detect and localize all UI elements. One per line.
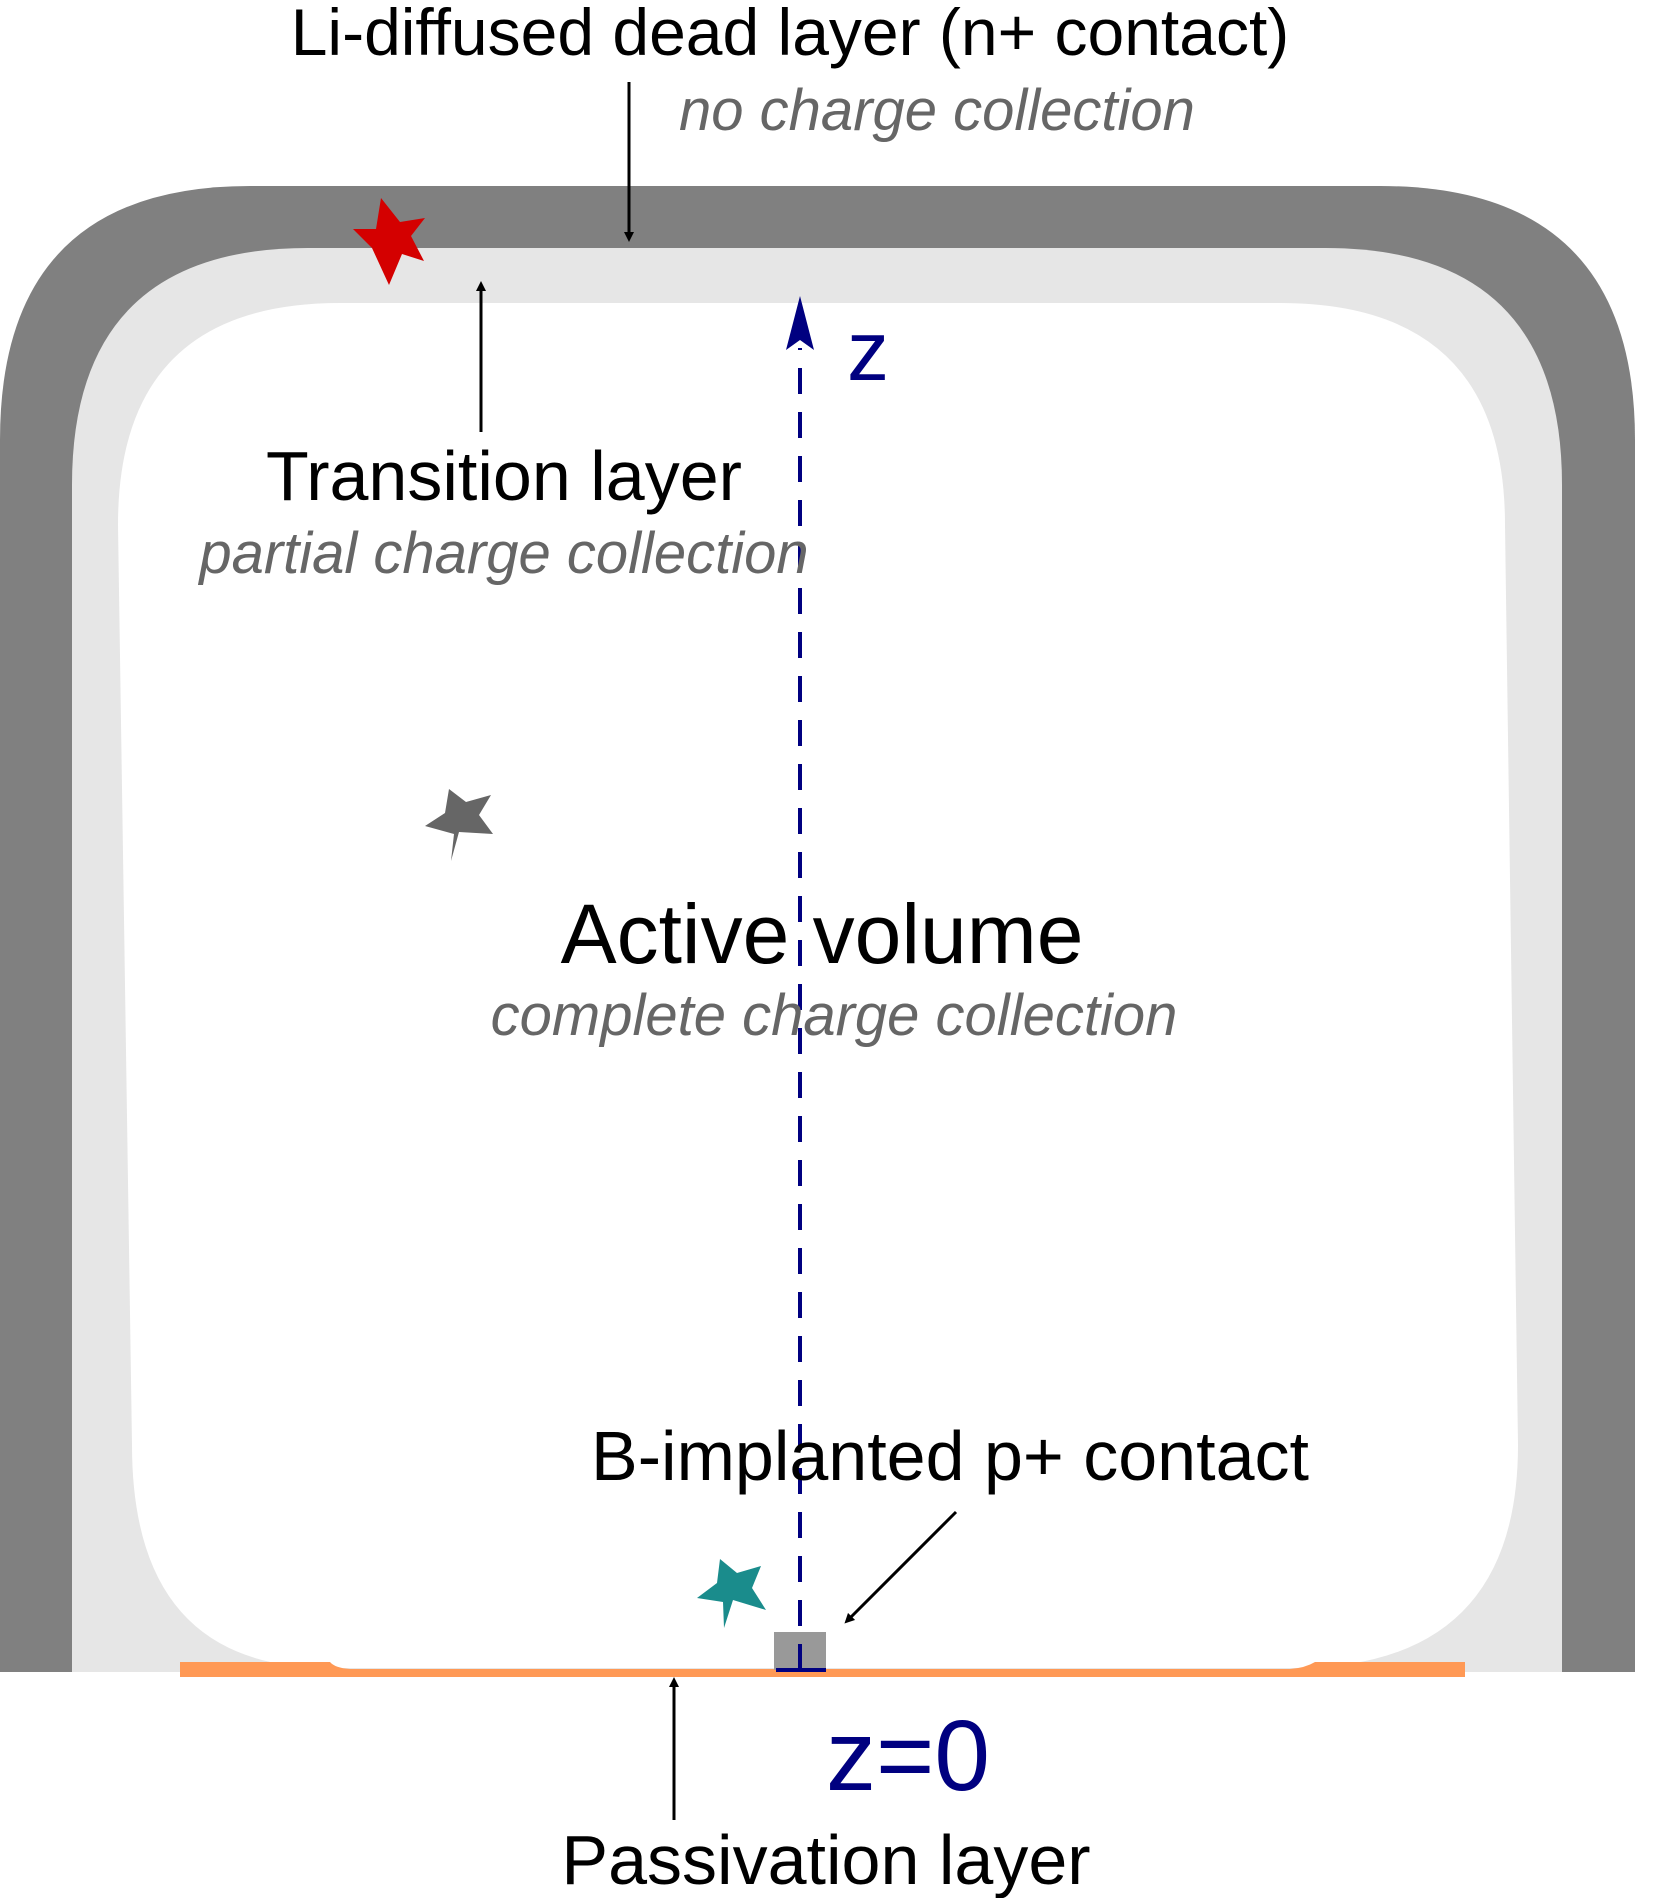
z-origin-label: z=0 bbox=[826, 1700, 990, 1812]
transition-layer-title: Transition layer bbox=[266, 437, 742, 515]
star-icon bbox=[697, 1559, 766, 1628]
active-volume-title: Active volume bbox=[561, 887, 1084, 981]
star-icon bbox=[425, 789, 493, 861]
dead-layer-title: Li-diffused dead layer (n+ contact) bbox=[291, 0, 1290, 69]
p-contact-title: B-implanted p+ contact bbox=[591, 1417, 1309, 1495]
transition-layer-subtitle: partial charge collection bbox=[197, 521, 808, 586]
z-axis-label: z bbox=[847, 304, 889, 398]
p-contact-arrow bbox=[844, 1510, 958, 1624]
active-volume-shape bbox=[118, 303, 1518, 1668]
passivation-layer-title: Passivation layer bbox=[561, 1821, 1090, 1898]
star-icon bbox=[353, 198, 425, 285]
active-volume-subtitle: complete charge collection bbox=[491, 983, 1178, 1048]
z-axis-arrowhead bbox=[786, 296, 814, 350]
dead-layer-subtitle: no charge collection bbox=[679, 78, 1195, 143]
